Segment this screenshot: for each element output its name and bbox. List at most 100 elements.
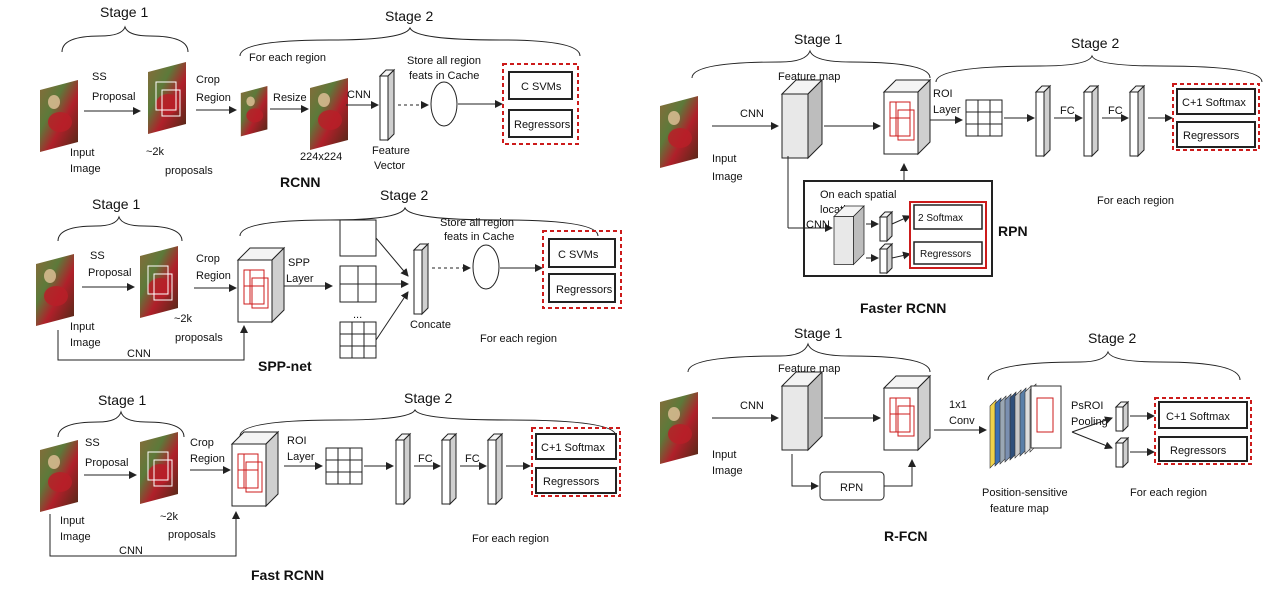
spp-input-label-1: Input xyxy=(70,321,94,333)
fast-2k-label: ~2k xyxy=(160,511,179,523)
spp-proposal-image xyxy=(139,245,179,319)
faster-softmax-box xyxy=(1176,88,1256,115)
fast-proposal-label: Proposal xyxy=(85,457,128,469)
rfcn-input-image xyxy=(660,392,698,464)
faster-input-image xyxy=(660,96,698,168)
rfcn-regressors-label: Regressors xyxy=(1170,445,1227,457)
spp-region-label: Region xyxy=(196,270,231,282)
faster-rpn-label: RPN xyxy=(998,223,1028,239)
faster-stage1-label: Stage 1 xyxy=(794,31,842,47)
rcnn-input-label-1: Input xyxy=(70,147,94,159)
rfcn-psroi-label-2: Pooling xyxy=(1071,416,1108,428)
spp-cache xyxy=(472,244,500,290)
rcnn-size-label: 224x224 xyxy=(300,151,342,163)
rcnn-vector-label: Vector xyxy=(374,160,406,172)
spp-proposals-label: proposals xyxy=(175,332,223,344)
ps-score-map-front xyxy=(1030,385,1062,449)
fast-roi-label-1: ROI xyxy=(287,435,307,447)
rfcn-panel: Stage 1 Stage 2 CNN Feature map RPN Inpu… xyxy=(660,325,1252,544)
faster-rpn-softmax-label: 2 Softmax xyxy=(918,213,963,224)
rfcn-stage1-brace xyxy=(687,342,931,373)
spp-store-label-1: Store all region xyxy=(440,217,514,229)
rcnn-store-label-1: Store all region xyxy=(407,55,481,67)
rcnn-proposals-label: proposals xyxy=(165,165,213,177)
rcnn-input-image xyxy=(40,80,78,152)
rcnn-cache xyxy=(430,81,458,127)
faster-roi-feature-map xyxy=(883,79,931,155)
faster-rpn-regressors-label: Regressors xyxy=(920,249,971,260)
fast-fc-vector-3 xyxy=(487,433,503,505)
faster-feature-map xyxy=(781,79,823,159)
spp-title: SPP-net xyxy=(258,358,312,374)
fast-stage2-label: Stage 2 xyxy=(404,390,452,406)
fast-fc-label-1: FC xyxy=(418,453,433,465)
fast-cnn-path xyxy=(49,511,240,557)
fast-stage1-label: Stage 1 xyxy=(98,392,146,408)
faster-regressors-label: Regressors xyxy=(1183,130,1240,142)
rfcn-output-group xyxy=(1154,397,1252,465)
faster-fc-vector-2 xyxy=(1083,85,1099,157)
rfcn-stage2-label: Stage 2 xyxy=(1088,330,1136,346)
rfcn-psroi-label-1: PsROI xyxy=(1071,400,1103,412)
rcnn-proposal-image xyxy=(147,61,187,135)
fast-fc-vector-1 xyxy=(395,433,411,505)
rfcn-feature-map-label: Feature map xyxy=(778,363,840,375)
rfcn-rpn-label: RPN xyxy=(840,482,863,494)
spp-input-image xyxy=(36,254,74,326)
faster-fc-label-2: FC xyxy=(1108,105,1123,117)
rfcn-conv-label-1: 1x1 xyxy=(949,399,967,411)
rfcn-title: R-FCN xyxy=(884,528,928,544)
rcnn-crop-label: Crop xyxy=(196,74,220,86)
faster-stage2-label: Stage 2 xyxy=(1071,35,1119,51)
spp-svms-label: C SVMs xyxy=(558,249,599,261)
fast-region-label: Region xyxy=(190,453,225,465)
faster-rpn-cnn-label: CNN xyxy=(806,219,830,231)
faster-rpn-feature-map xyxy=(833,205,865,265)
fast-fc-vector-2 xyxy=(441,433,457,505)
spp-pool-1x1 xyxy=(339,219,377,257)
spp-crop-label: Crop xyxy=(196,253,220,265)
spp-pool-2x2 xyxy=(339,265,377,303)
fast-rcnn-panel: Stage 1 Stage 2 SS Proposal Crop Region … xyxy=(40,390,621,583)
faster-cnn-label: CNN xyxy=(740,108,764,120)
rfcn-softmax-box xyxy=(1158,401,1248,429)
fast-regressors-label: Regressors xyxy=(543,476,600,488)
rcnn-cropped-region-image xyxy=(240,86,268,137)
spp-regressors-box xyxy=(548,273,616,303)
faster-roi-label-2: Layer xyxy=(933,104,961,116)
fast-softmax-label: C+1 Softmax xyxy=(541,442,605,454)
spp-concat-vector xyxy=(413,243,429,315)
rfcn-reg-vector xyxy=(1115,437,1129,468)
spp-regressors-label: Regressors xyxy=(556,284,613,296)
faster-fc-label-1: FC xyxy=(1060,105,1075,117)
fast-fc-label-2: FC xyxy=(465,453,480,465)
faster-output-group xyxy=(1172,83,1260,151)
faster-stage1-brace xyxy=(691,49,931,79)
rfcn-roi-feature-map xyxy=(883,375,931,451)
spp-input-label-2: Image xyxy=(70,337,101,349)
rcnn-for-each-region: For each region xyxy=(249,52,326,64)
faster-roi-grid xyxy=(965,99,1003,137)
faster-title: Faster RCNN xyxy=(860,300,946,316)
spp-concat-label: Concate xyxy=(410,319,451,331)
spp-cnn-path xyxy=(57,325,248,361)
rfcn-cls-vector xyxy=(1115,401,1129,432)
faster-fc-vector-3 xyxy=(1129,85,1145,157)
rfcn-position-sensitive-map xyxy=(989,383,1062,469)
rcnn-stage1-brace xyxy=(61,25,189,53)
faster-softmax-label: C+1 Softmax xyxy=(1182,97,1246,109)
rcnn-regressors-label: Regressors xyxy=(514,119,571,131)
fast-stage1-brace xyxy=(57,410,185,438)
rcnn-regressors-box xyxy=(508,109,573,138)
spp-pool-3x3 xyxy=(339,321,377,359)
rcnn-region-label: Region xyxy=(196,92,231,104)
spp-store-label-2: feats in Cache xyxy=(444,231,514,243)
spp-for-each-region: For each region xyxy=(480,333,557,345)
rcnn-store-label-2: feats in Cache xyxy=(409,70,479,82)
spp-svms-box xyxy=(548,238,616,268)
rfcn-input-label-2: Image xyxy=(712,465,743,477)
rcnn-cnn-label: CNN xyxy=(347,89,371,101)
fast-stage2-brace xyxy=(239,408,617,437)
rcnn-resized-image xyxy=(310,78,348,150)
